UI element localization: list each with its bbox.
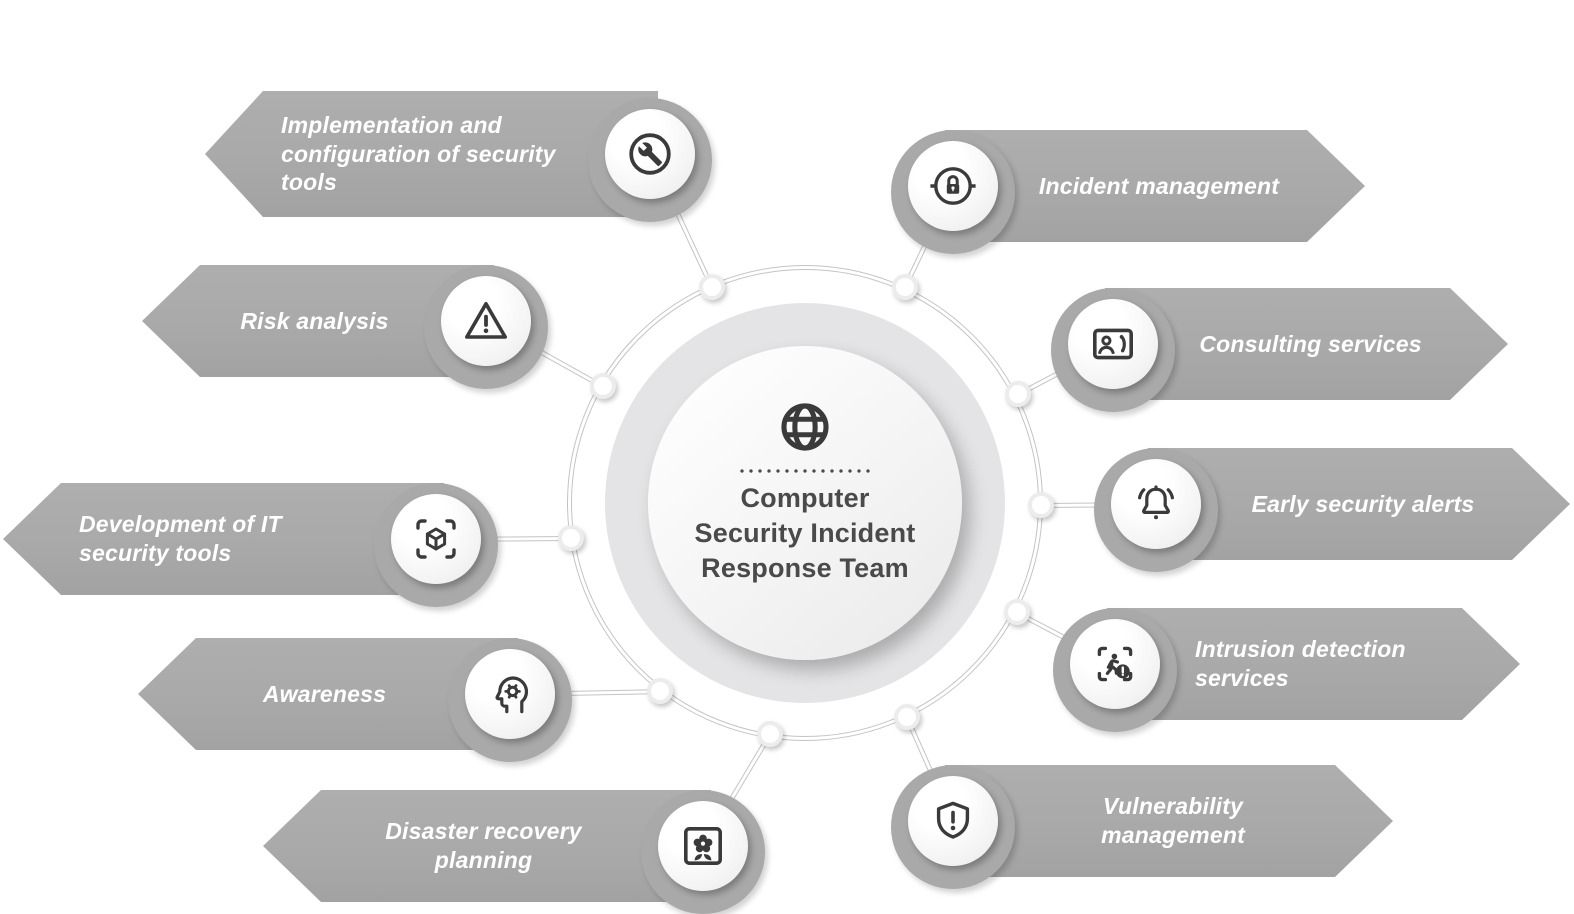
- banner-label: Vulnerability management: [1101, 793, 1245, 848]
- bell-alert-icon: [1138, 485, 1174, 520]
- banner-consulting: Consulting services: [1051, 288, 1508, 412]
- lock-circle-icon: [930, 167, 976, 205]
- ring-node: [892, 274, 918, 300]
- banner-label: Development of IT security tools: [79, 511, 282, 566]
- icon-circle: [465, 649, 555, 739]
- banner-body: [263, 790, 711, 902]
- banner-body: [945, 765, 1393, 877]
- icon-circle: [1070, 619, 1160, 709]
- banner-label: Risk analysis: [240, 307, 389, 334]
- banner-development: Development of IT security tools: [3, 483, 498, 607]
- banner-early-alerts: Early security alerts: [1094, 448, 1570, 572]
- banner-label: Awareness: [262, 680, 387, 707]
- dotted-divider: [739, 469, 871, 473]
- ring-node: [558, 525, 584, 551]
- icon-circle: [908, 141, 998, 231]
- cube-scan-icon: [416, 519, 456, 559]
- ring-node: [1028, 492, 1054, 518]
- banner-body: [3, 483, 444, 595]
- banner-label: Early security alerts: [1251, 490, 1475, 517]
- wrench-circle-icon: [629, 133, 671, 175]
- shield-alert-icon: [936, 801, 970, 839]
- ring-node: [699, 274, 725, 300]
- banner-label: Incident management: [1038, 172, 1280, 199]
- head-gear-icon: [495, 676, 529, 714]
- banner-body: [205, 91, 658, 217]
- hub-title-line: Response Team: [701, 553, 909, 584]
- banner-awareness: Awareness: [138, 638, 572, 762]
- banner-body: [1148, 448, 1570, 560]
- banner-label: Consulting services: [1199, 330, 1422, 357]
- hub-title-line: Security Incident: [694, 518, 916, 549]
- contact-call-icon: [1093, 328, 1134, 360]
- banner-intrusion-detection: Intrusion detection services: [1053, 608, 1520, 732]
- banner-label: Intrusion detection services: [1195, 636, 1406, 691]
- icon-circle: [908, 776, 998, 866]
- center-hub: Computer Security Incident Response Team: [655, 398, 955, 586]
- hub-title: Computer Security Incident Response Team: [695, 481, 916, 586]
- flower-frame-icon: [684, 827, 723, 866]
- icon-circle: [391, 494, 481, 584]
- ring-node: [1004, 599, 1030, 625]
- icon-circle: [605, 109, 695, 199]
- person-scan-alert-icon: [1097, 646, 1133, 682]
- warning-triangle-icon: [465, 302, 507, 339]
- globe-icon: [781, 403, 829, 451]
- banner-implementation: Implementation and configuration of secu…: [205, 91, 712, 222]
- banner-body: [945, 130, 1365, 242]
- ring-node: [590, 373, 616, 399]
- hub-disc: [648, 346, 962, 660]
- banner-disaster-recovery: Disaster recovery planning: [263, 790, 765, 914]
- icon-circle: [441, 276, 531, 366]
- banner-label: Disaster recovery planning: [385, 818, 582, 873]
- icon-circle: [1068, 299, 1158, 389]
- ring-node: [1005, 381, 1031, 407]
- ring-node: [647, 678, 673, 704]
- icon-circle: [1111, 459, 1201, 549]
- banner-vulnerability: Vulnerability management: [891, 765, 1393, 889]
- banner-incident-management: Incident management: [891, 130, 1365, 254]
- icon-circle: [658, 801, 748, 891]
- ring-node: [757, 721, 783, 747]
- banner-label: Implementation and configuration of secu…: [281, 111, 556, 196]
- banner-risk-analysis: Risk analysis: [142, 265, 548, 389]
- ring-node: [894, 704, 920, 730]
- hub-title-line: Computer: [740, 483, 870, 513]
